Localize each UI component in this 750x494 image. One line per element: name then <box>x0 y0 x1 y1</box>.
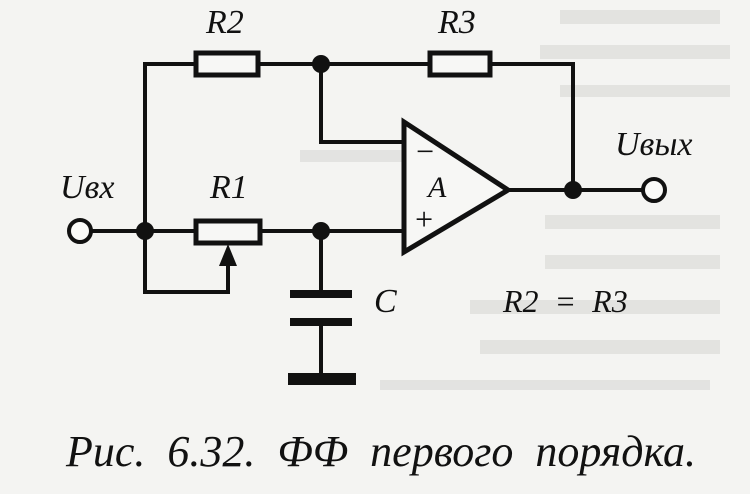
label-plus-input: + <box>413 201 435 237</box>
input-terminal <box>67 218 93 244</box>
wiper-arrow-icon <box>219 244 237 266</box>
resistor-r2 <box>193 50 261 78</box>
label-minus-input: − <box>414 133 436 169</box>
label-r2: R2 <box>205 4 244 41</box>
output-terminal <box>641 177 667 203</box>
resistor-r3 <box>427 50 493 78</box>
label-u-in: Uвх <box>60 169 114 206</box>
label-u-out: Uвых <box>615 126 692 163</box>
label-r3: R3 <box>437 4 476 41</box>
label-capacitor: C <box>374 283 397 320</box>
junction-dot-output <box>564 181 582 199</box>
figure-caption: Рис. 6.32. ФФ первого порядка. <box>65 427 696 476</box>
capacitor-bottom-plate <box>290 318 352 326</box>
junction-dot-left <box>136 222 154 240</box>
bleed-through-background <box>300 10 730 390</box>
ground-bar <box>288 373 356 385</box>
opamp-triangle <box>401 117 513 257</box>
resistor-r1 <box>193 218 263 246</box>
equation-r2-equals-r3: R2 = R3 <box>502 283 628 319</box>
label-opamp: A <box>426 171 447 204</box>
label-r1: R1 <box>209 169 248 206</box>
capacitor-top-plate <box>290 290 352 298</box>
junction-dot-middle <box>312 222 330 240</box>
junction-dot-top <box>312 55 330 73</box>
